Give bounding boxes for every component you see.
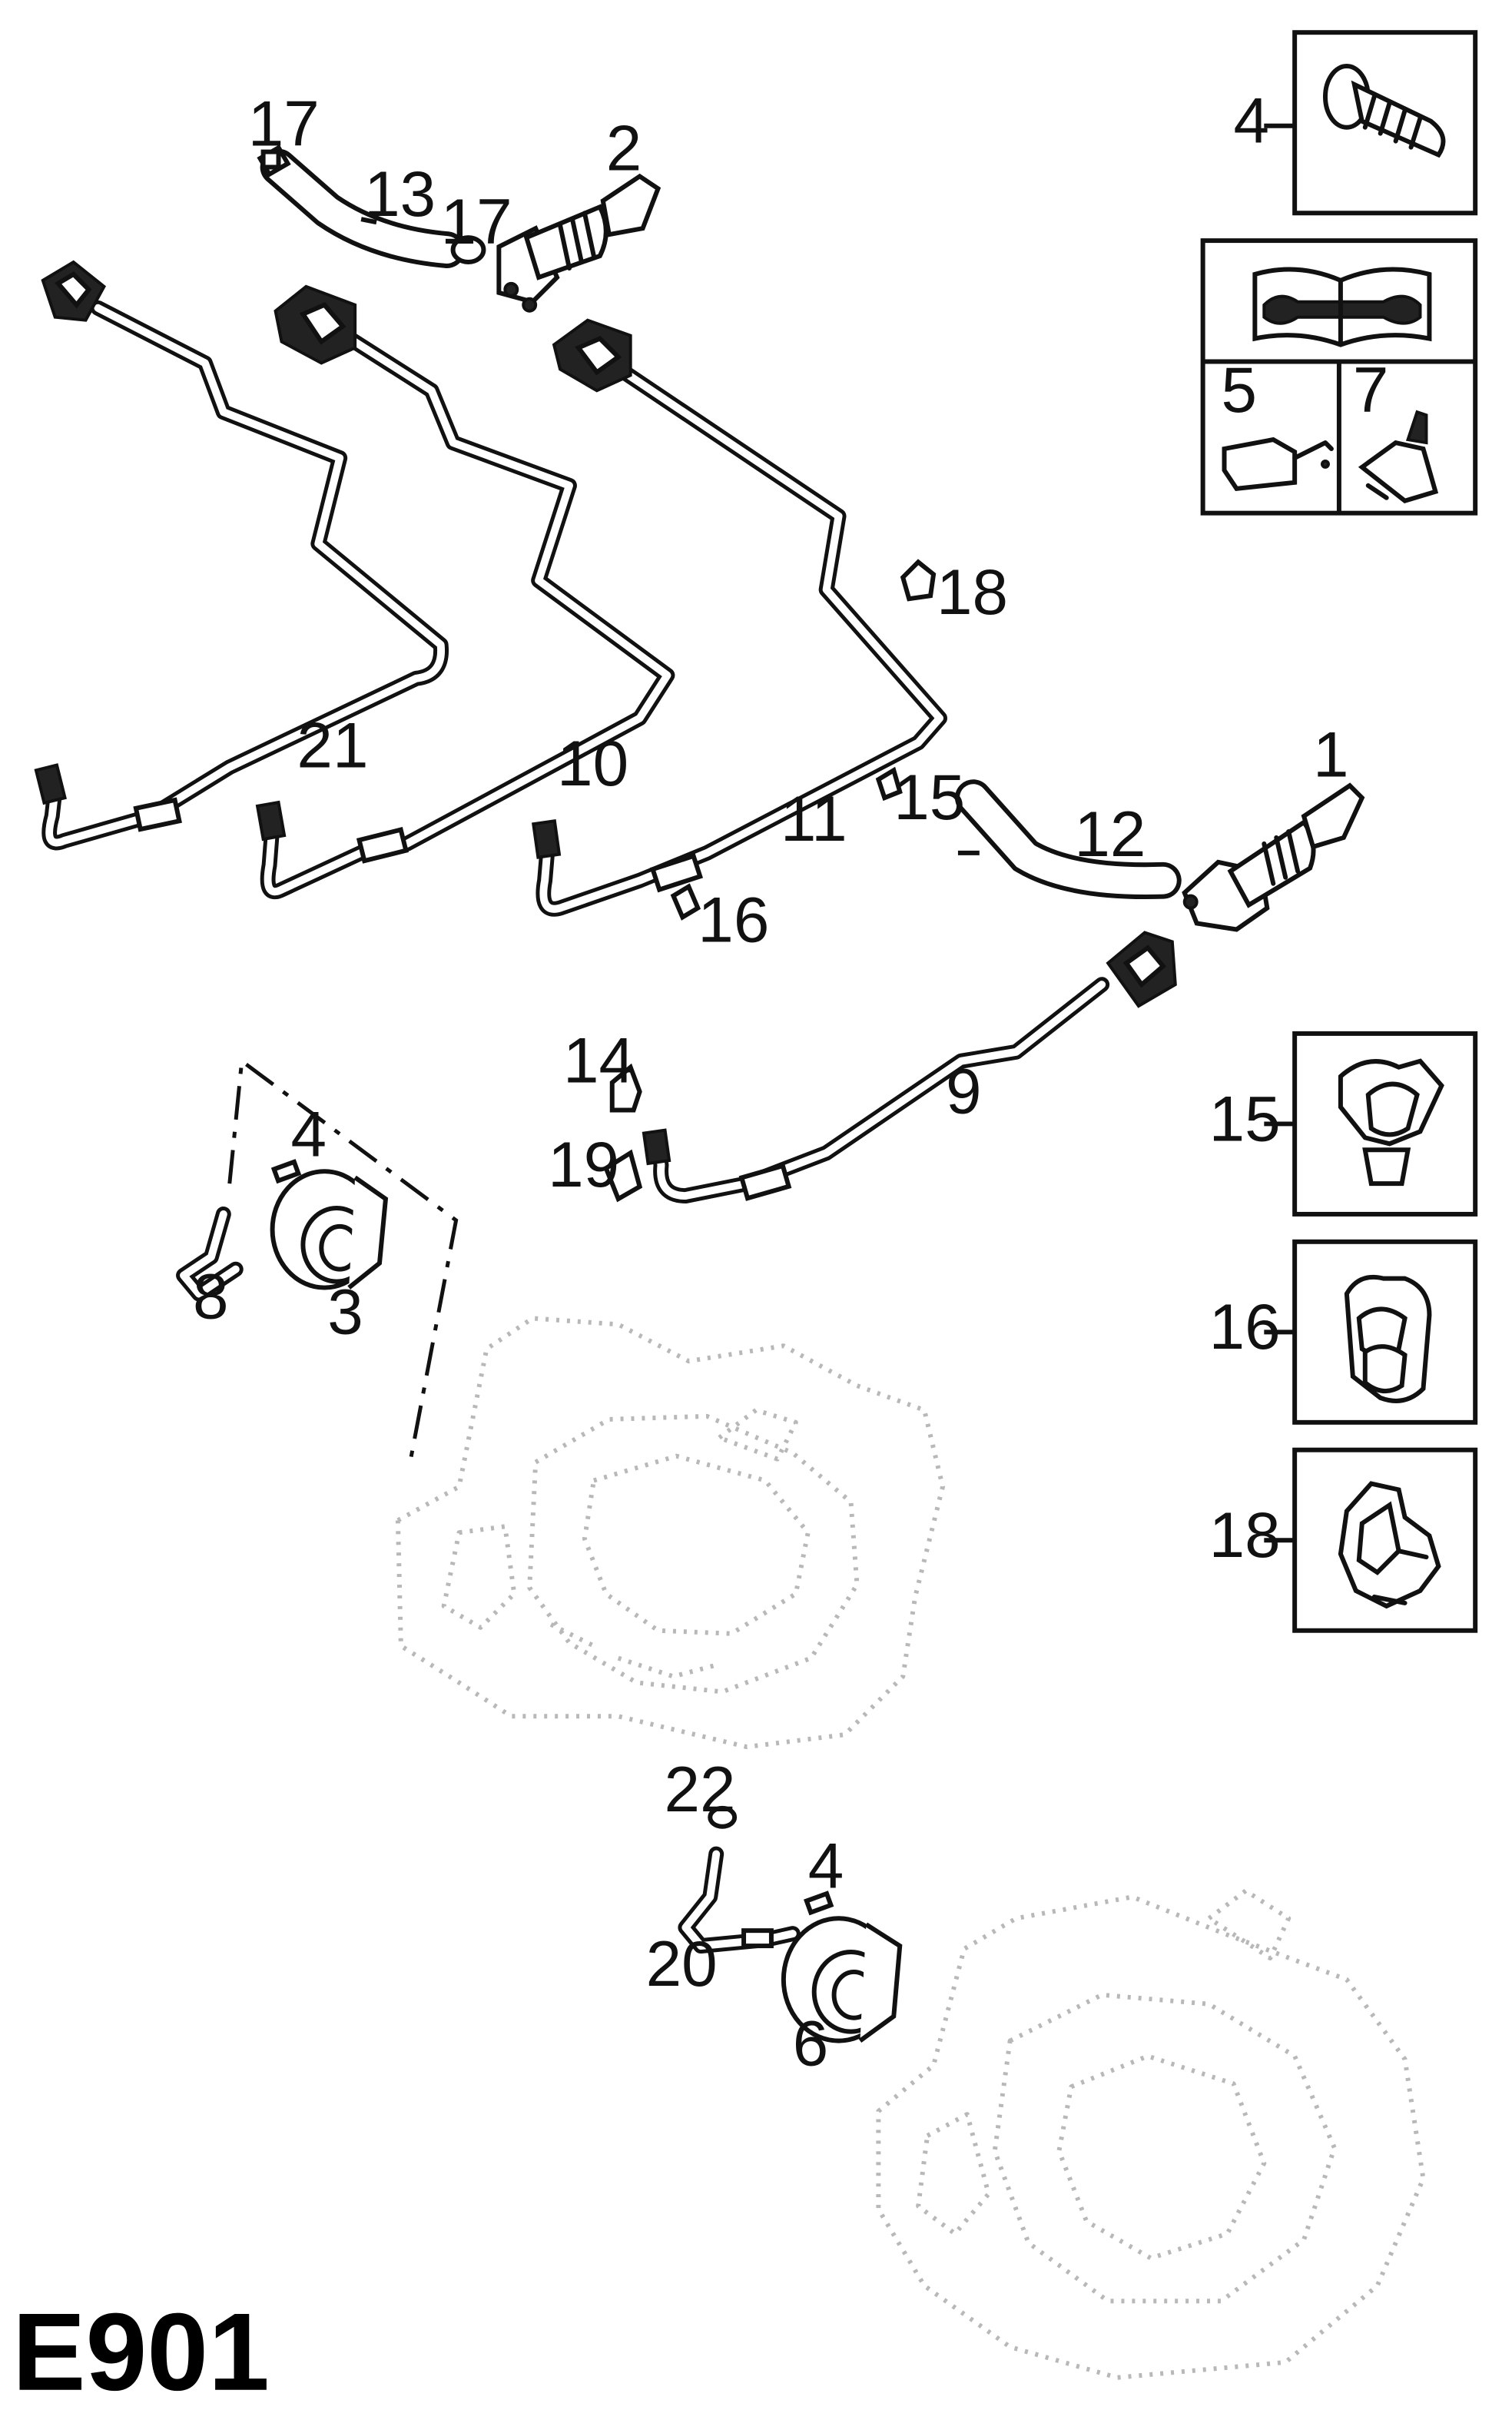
detail-box-service xyxy=(1200,238,1478,516)
callout-13: 13 xyxy=(364,158,436,230)
callout-20: 20 xyxy=(646,1927,718,2000)
callout-18: 18 xyxy=(937,556,1008,628)
callout-2: 2 xyxy=(606,111,642,184)
oil-can-icon xyxy=(1222,437,1334,491)
callout-4-upper: 4 xyxy=(290,1097,327,1170)
adhesive-tube-icon xyxy=(1358,410,1439,504)
callout-18-box: 18 xyxy=(1209,1499,1281,1571)
clip-15 xyxy=(875,766,903,802)
callout-19: 19 xyxy=(548,1128,619,1200)
detail-box-clip-18 xyxy=(1264,1447,1478,1633)
callout-3: 3 xyxy=(327,1275,363,1347)
connecting-pipe-20 xyxy=(678,1846,801,1954)
clutch-pipe-9 xyxy=(642,931,1177,1204)
pipe-11-connector xyxy=(552,318,632,393)
pipe-10-connector xyxy=(274,284,357,365)
bolt-4-upper xyxy=(270,1159,302,1184)
callout-9: 9 xyxy=(946,1054,982,1127)
clip-16 xyxy=(670,883,701,921)
callout-10: 10 xyxy=(557,727,628,799)
clutch-pipe-21 xyxy=(34,260,449,851)
callout-22: 22 xyxy=(664,1753,735,1825)
clutch-master-cylinder-2 xyxy=(496,173,662,313)
detail-box-bolt xyxy=(1264,30,1478,216)
elbow-fitting-14 xyxy=(609,1063,642,1113)
gearbox-upper xyxy=(395,1316,945,1750)
adapter-19 xyxy=(603,1149,643,1203)
retaining-clip-icon xyxy=(1338,1481,1441,1609)
gearbox-lower xyxy=(876,1888,1426,2380)
clutch-master-cylinder-1 xyxy=(1182,782,1365,932)
bleeder-cap-22 xyxy=(708,1805,738,1829)
detail-box-clip-16 xyxy=(1264,1239,1478,1425)
callout-7: 7 xyxy=(1353,354,1389,426)
pipe-21-connector xyxy=(41,260,106,322)
callout-14: 14 xyxy=(563,1024,635,1097)
reservoir-hose-12 xyxy=(954,779,1182,899)
callout-17-mid: 17 xyxy=(441,185,512,257)
leader-lines xyxy=(360,217,980,855)
pipe-clip-icon xyxy=(1338,1058,1444,1187)
callout-21: 21 xyxy=(297,709,368,781)
callout-8: 8 xyxy=(193,1260,229,1332)
callout-17-top: 17 xyxy=(248,88,320,160)
callout-16-box: 16 xyxy=(1209,1290,1281,1363)
bolt-icon xyxy=(1323,64,1446,158)
bolt-4-lower xyxy=(804,1890,834,1916)
callout-4-box: 4 xyxy=(1233,85,1269,157)
concentric-slave-cylinder-6 xyxy=(781,1916,903,2043)
cap-17 xyxy=(260,149,281,170)
callout-15: 15 xyxy=(894,761,965,833)
clutch-pipe-10 xyxy=(255,284,675,900)
book-with-wrench-icon xyxy=(1252,267,1432,347)
callout-5: 5 xyxy=(1222,354,1258,426)
concentric-slave-cylinder-3 xyxy=(270,1169,389,1290)
callout-4-lower: 4 xyxy=(808,1829,844,1901)
detail-box-clip-15 xyxy=(1264,1031,1478,1217)
clutch-pipe-11 xyxy=(532,318,947,917)
pipe-9-connector xyxy=(1106,931,1177,1008)
callout-12: 12 xyxy=(1074,798,1146,870)
callout-15-box: 15 xyxy=(1209,1082,1281,1154)
diagram-code: E901 xyxy=(12,2291,270,2410)
callout-1: 1 xyxy=(1313,718,1349,790)
callout-16: 16 xyxy=(698,883,769,955)
double-pipe-clip-icon xyxy=(1344,1274,1432,1403)
callout-11: 11 xyxy=(781,782,847,855)
clip-18 xyxy=(900,559,937,602)
connecting-pipe-8 xyxy=(176,1206,244,1302)
callout-labels: 4 5 7 15 16 18 17 2 13 17 18 21 10 1 15 … xyxy=(12,85,1388,2410)
callout-6: 6 xyxy=(793,2007,829,2079)
